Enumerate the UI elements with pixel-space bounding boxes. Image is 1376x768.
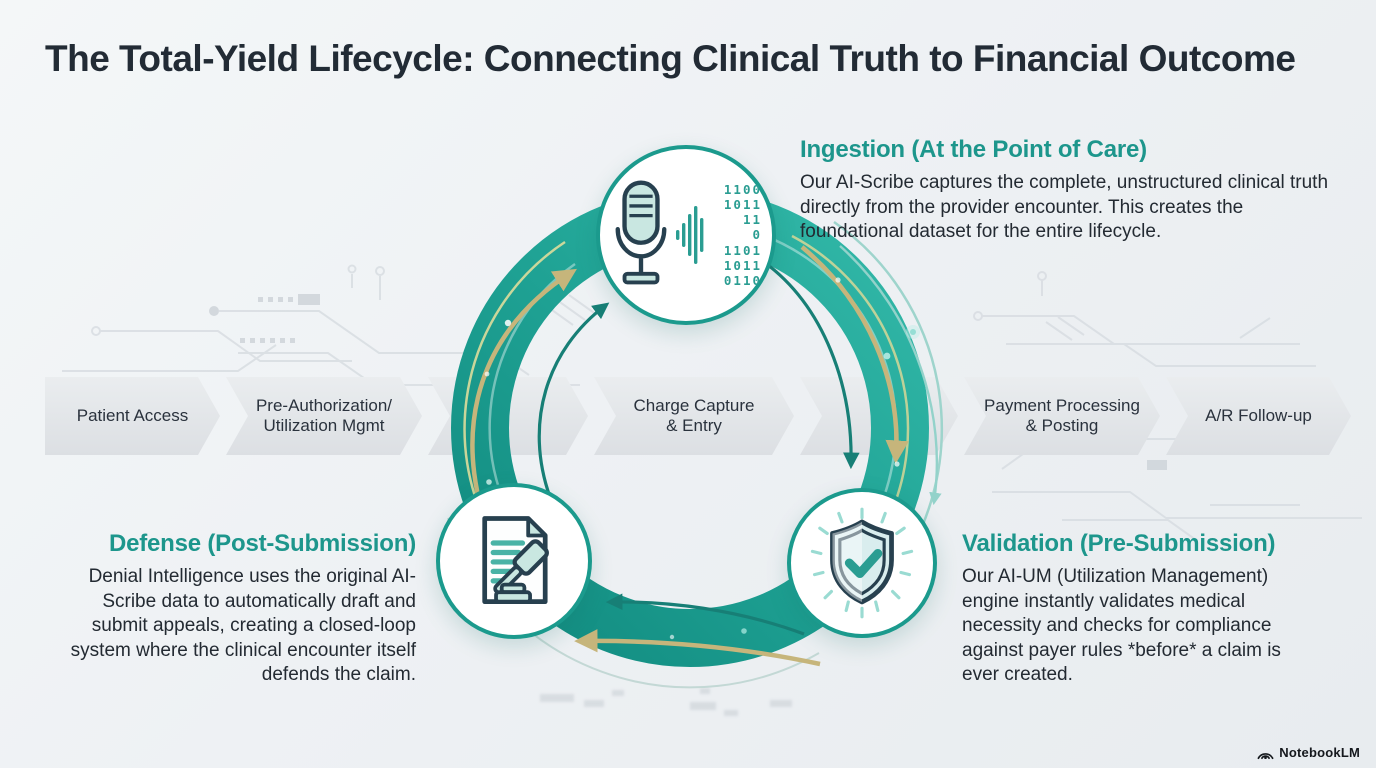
band-step-label: & Posting: [1025, 416, 1099, 435]
defense-body: Denial Intelligence uses the original AI…: [70, 566, 416, 685]
arrow-ingestion-to-validation-gold: [800, 245, 909, 464]
arrow-validation-to-defense-teal: [605, 593, 805, 636]
binary-line: 0: [752, 227, 762, 243]
arrow-validation-to-defense-gold: [574, 629, 821, 667]
binary-line: 1011: [723, 257, 762, 273]
band-step-label: & Entry: [666, 416, 722, 435]
watermark-label: NotebookLM: [1279, 745, 1360, 760]
validation-text-block: Validation (Pre-Submission) Our AI-UM (U…: [962, 530, 1318, 688]
arrow-ingestion-to-validation-light: [839, 245, 942, 506]
band-step-ar-follow-up: A/R Follow-up: [1166, 377, 1351, 455]
validation-node-circle: [787, 488, 937, 638]
band-step-payment-processing: Payment Processing & Posting: [964, 377, 1160, 455]
ingestion-body: Our AI-Scribe captures the complete, uns…: [800, 172, 1329, 242]
band-step-label: Payment Processing: [984, 395, 1140, 415]
band-step-patient-access: Patient Access: [45, 377, 220, 455]
appeal-document-gavel-icon: [482, 516, 549, 605]
arrow-ingestion-to-validation-teal: [763, 260, 860, 470]
soundwave-icon: [676, 206, 704, 264]
ingestion-text-block: Ingestion (At the Point of Care) Our AI-…: [800, 136, 1340, 245]
ingestion-node-circle: 1100 1011 11 0 1101 1011 0110: [596, 145, 776, 325]
flow-arrows: [470, 245, 942, 667]
binary-line: 0110: [723, 273, 762, 289]
band-step-label: Charge Capture: [633, 395, 755, 415]
defense-node-circle: [436, 483, 592, 639]
shield-check-icon: [810, 507, 914, 619]
validation-heading: Validation (Pre-Submission): [962, 530, 1276, 557]
binary-data-text: 1100 1011 11 0 1101 1011 0110: [710, 182, 762, 289]
band-step-label: Utilization Mgmt: [263, 416, 385, 435]
validation-body: Our AI-UM (Utilization Management) engin…: [962, 566, 1281, 685]
page-title: The Total-Yield Lifecycle: Connecting Cl…: [45, 38, 1296, 79]
microphone-icon: [615, 180, 667, 285]
defense-heading: Defense (Post-Submission): [108, 530, 416, 557]
band-step-pre-authorization: Pre-Authorization/ Utilization Mgmt: [226, 377, 422, 455]
ingestion-heading: Ingestion (At the Point of Care): [800, 136, 1147, 163]
band-step-label: Patient Access: [76, 405, 189, 425]
binary-line: 1011: [723, 196, 762, 212]
band-step-label: Pre-Authorization/: [255, 395, 393, 415]
binary-line: 11: [742, 212, 762, 228]
notebooklm-logo-icon: [1257, 752, 1274, 759]
binary-line: 1100: [723, 181, 762, 197]
defense-text-block: Defense (Post-Submission) Denial Intelli…: [60, 530, 417, 688]
binary-line: 1101: [723, 242, 762, 258]
arrow-defense-to-ingestion-teal: [537, 302, 610, 498]
watermark: NotebookLM: [1257, 745, 1360, 760]
band-step-charge-capture: Charge Capture & Entry: [594, 377, 794, 455]
band-step-label: A/R Follow-up: [1205, 405, 1312, 425]
